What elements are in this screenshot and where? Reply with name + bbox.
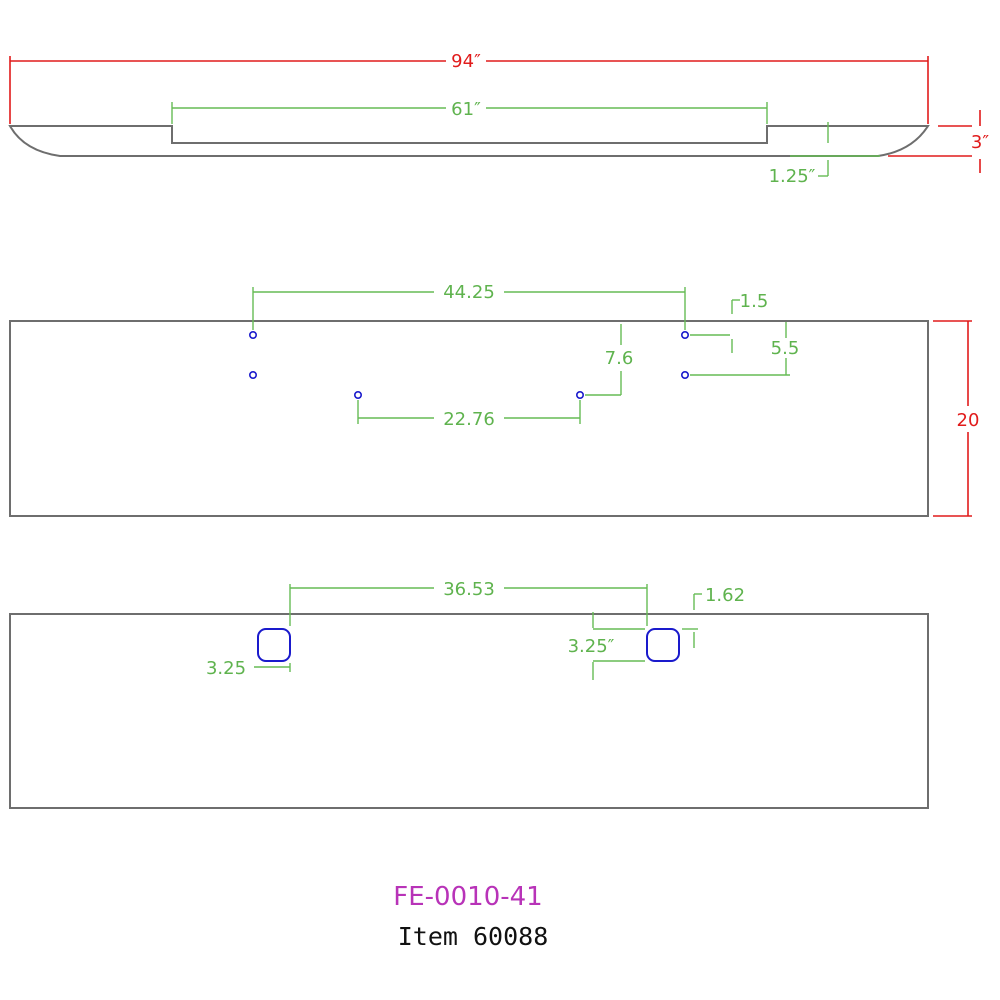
bottom-view: 36.53 3.25 3.25″ 1.62 <box>9 579 929 809</box>
left-slot-width-label: 3.25 <box>206 658 246 679</box>
bumper-profile-outline <box>8 125 930 157</box>
mounting-hole <box>575 390 584 399</box>
recess-length-label: 61″ <box>451 99 481 120</box>
hole-vertical-offset-dimension: 7.6 <box>585 324 634 396</box>
right-slot-width-label: 3.25″ <box>568 636 615 657</box>
panel-height-label: 20 <box>957 410 980 431</box>
mounting-hole <box>249 330 258 339</box>
overall-length-label: 94″ <box>451 51 481 72</box>
mounting-hole <box>680 330 689 339</box>
title-block: FE-0010-41 Item 60088 <box>393 882 548 951</box>
front-panel-outline <box>9 320 929 517</box>
mounting-slot <box>257 628 291 662</box>
recess-length-dimension: 61″ <box>171 99 768 124</box>
hole-pitch-label: 5.5 <box>771 338 800 359</box>
mounting-hole <box>249 370 258 379</box>
left-slot-width-dimension: 3.25 <box>206 658 291 679</box>
overall-length-dimension: 94″ <box>9 51 929 124</box>
panel-height-dimension: 20 <box>933 320 980 517</box>
hole-vertical-offset-label: 7.6 <box>605 348 634 369</box>
lower-hole-spacing-label: 22.76 <box>443 409 495 430</box>
right-slot-width-dimension: 3.25″ <box>568 612 645 680</box>
recess-depth-dimension: 1.25″ <box>769 122 880 187</box>
bottom-panel-outline <box>9 613 929 809</box>
top-view: 94″ 61″ 3″ 1.25″ <box>8 51 989 187</box>
mounting-slot <box>646 628 680 662</box>
slot-spacing-label: 36.53 <box>443 579 495 600</box>
hole-pitch-dimension: 5.5 <box>690 322 800 376</box>
upper-hole-spacing-dimension: 44.25 <box>252 282 686 330</box>
recess-depth-label: 1.25″ <box>769 166 816 187</box>
lower-hole-spacing-dimension: 22.76 <box>357 400 581 430</box>
mounting-hole <box>680 370 689 379</box>
edge-to-hole-label: 1.5 <box>740 291 769 312</box>
mounting-hole <box>353 390 362 399</box>
edge-to-slot-label: 1.62 <box>705 585 745 606</box>
profile-height-label: 3″ <box>971 132 989 153</box>
upper-hole-spacing-label: 44.25 <box>443 282 495 303</box>
item-number: Item 60088 <box>398 922 549 951</box>
edge-to-hole-dimension: 1.5 <box>690 291 768 353</box>
part-number: FE-0010-41 <box>393 882 542 912</box>
front-view: 44.25 22.76 7.6 1.5 <box>9 282 980 517</box>
slot-spacing-dimension: 36.53 <box>289 579 648 626</box>
profile-height-dimension: 3″ <box>888 110 989 173</box>
edge-to-slot-dimension: 1.62 <box>682 585 745 648</box>
